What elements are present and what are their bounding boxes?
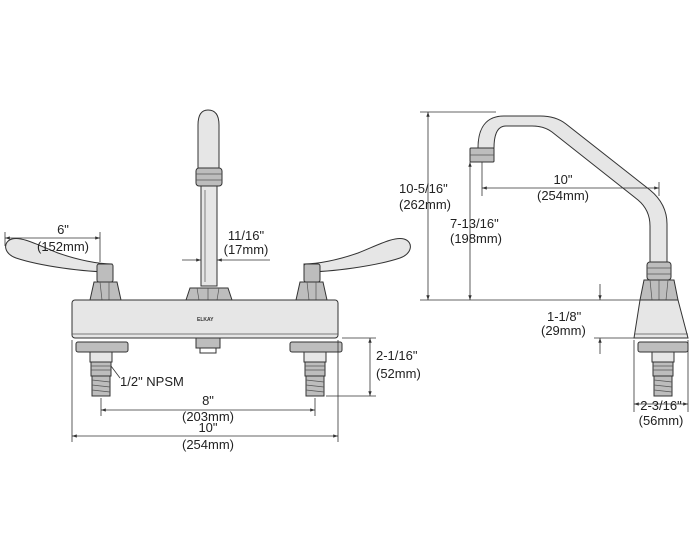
overall-height-inch: 10-5/16"	[399, 181, 448, 196]
side-view: 10-5/16" (262mm) 10" (254mm) 7-13/16" (1…	[399, 111, 689, 428]
shank-length-inch: 2-1/16"	[376, 348, 418, 363]
centers-dimension: 8" (203mm)	[100, 393, 316, 424]
base-depth-inch: 2-3/16"	[640, 398, 682, 413]
overall-width-inch: 10"	[198, 420, 217, 435]
center-fitting	[195, 337, 221, 354]
spout-reach-mm: (254mm)	[537, 188, 589, 203]
base-depth-mm: (56mm)	[639, 413, 684, 428]
supply-connection-callout: 1/2" NPSM	[110, 365, 184, 389]
overall-width-mm: (254mm)	[182, 437, 234, 452]
overall-height-mm: (262mm)	[399, 197, 451, 212]
side-base	[633, 299, 689, 397]
spout-reach-dimension: 10" (254mm)	[481, 162, 660, 203]
spout-clearance-mm: (198mm)	[450, 231, 502, 246]
base-height-mm: (29mm)	[541, 323, 586, 338]
centers-inch: 8"	[202, 393, 214, 408]
spout-diameter-mm: (17mm)	[224, 242, 269, 257]
brand-logo: ELKAY	[197, 317, 214, 323]
centers-mm: (203mm)	[182, 409, 234, 424]
right-shank	[289, 341, 343, 397]
side-spout	[469, 115, 679, 301]
spout-diameter-dimension: 11/16" (17mm)	[182, 228, 270, 264]
handle-length-dimension: 6" (152mm)	[4, 222, 101, 262]
supply-connection-label: 1/2" NPSM	[120, 374, 184, 389]
spout-clearance-dimension: 7-13/16" (198mm)	[450, 162, 502, 300]
base-depth-dimension: 2-3/16" (56mm)	[633, 340, 689, 428]
spout-diameter-inch: 11/16"	[228, 228, 265, 243]
spout	[185, 109, 233, 301]
handle-length-mm: (152mm)	[37, 239, 89, 254]
spout-clearance-inch: 7-13/16"	[450, 216, 499, 231]
overall-width-dimension: 10" (254mm)	[71, 340, 339, 452]
handle-length-inch: 6"	[57, 222, 69, 237]
faucet-base: ELKAY	[71, 299, 339, 339]
left-shank	[75, 341, 129, 397]
base-height-inch: 1-1/8"	[547, 309, 582, 324]
spout-reach-inch: 10"	[553, 172, 572, 187]
overall-height-dimension: 10-5/16" (262mm)	[399, 111, 640, 301]
shank-length-dimension: 2-1/16" (52mm)	[326, 337, 421, 397]
front-view: ELKAY	[4, 109, 421, 452]
shank-length-mm: (52mm)	[376, 366, 421, 381]
base-height-dimension: 1-1/8" (29mm)	[541, 284, 634, 354]
right-handle	[295, 237, 411, 301]
